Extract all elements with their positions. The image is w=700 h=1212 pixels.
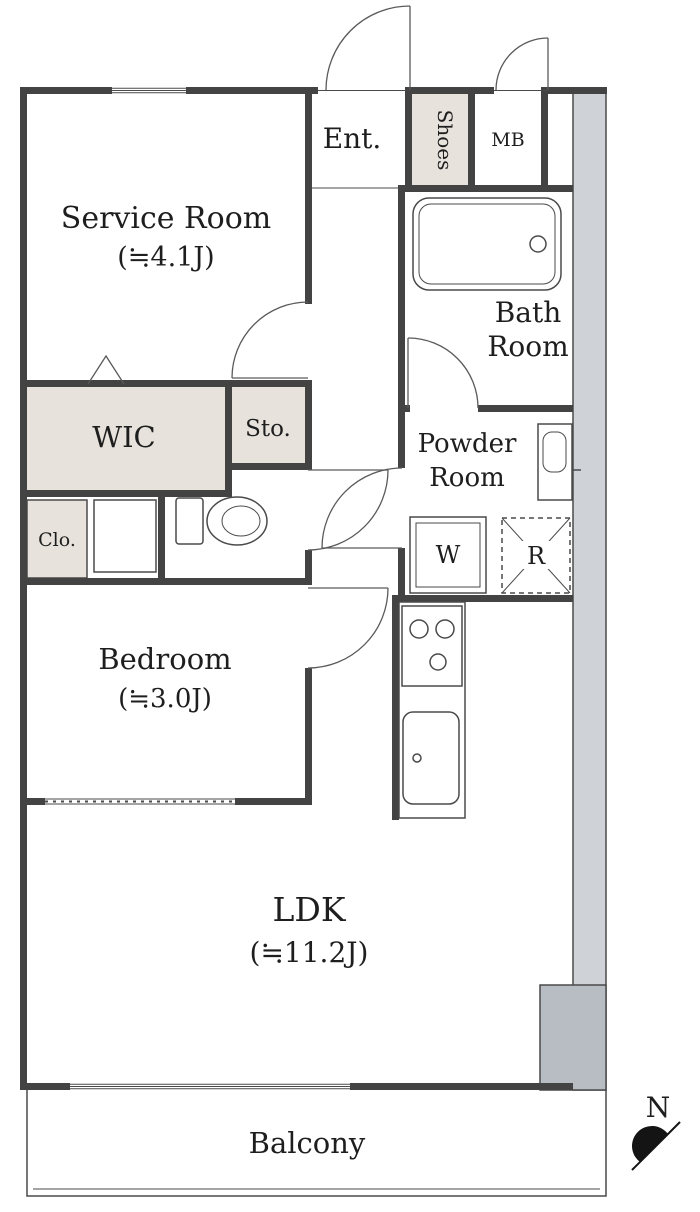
wall-segment [398, 185, 405, 412]
bath-room-label-2: Room [487, 330, 568, 363]
bedroom-partition-window [45, 798, 235, 805]
shaded-floors [26, 94, 468, 579]
wall-segment [20, 1083, 70, 1090]
balcony-label: Balcony [249, 1126, 366, 1160]
wall-segment [350, 1083, 573, 1090]
wall-segment [305, 668, 312, 805]
wall-segment [548, 87, 607, 94]
wall-segment [392, 602, 399, 820]
wall-segment [20, 578, 312, 585]
shoes-label: Shoes [433, 110, 457, 171]
wall-segment [398, 405, 410, 412]
ldk-balcony-window [70, 1083, 350, 1090]
storage-floor [232, 387, 305, 463]
service-room-label: Service Room [61, 201, 271, 236]
entrance-door [325, 5, 411, 91]
wall-segment [225, 387, 232, 497]
wic-floor [27, 387, 225, 490]
shoes-floor [412, 94, 468, 185]
refrigerator-area [501, 517, 571, 594]
bedroom-size: (≒3.0J) [118, 684, 212, 714]
powder-room-door [321, 467, 403, 549]
utility-counter [93, 499, 157, 573]
washer-label: W [436, 541, 461, 569]
service-room-size: (≒4.1J) [117, 242, 214, 273]
wall-segment [541, 87, 548, 192]
pillar-block [539, 984, 607, 1091]
stove-icon [401, 605, 463, 687]
washing-machine-area [409, 516, 487, 594]
wall-segment [20, 490, 229, 497]
service-room-door [231, 301, 309, 379]
wall-segment [410, 87, 494, 94]
wall-segment [398, 548, 405, 602]
wall-segment [305, 550, 312, 585]
bath-door [407, 337, 479, 409]
wic-label: WIC [92, 420, 155, 454]
wall-segment [468, 87, 475, 192]
bathtub-icon [412, 197, 562, 291]
meter-box-label: MB [491, 129, 524, 151]
wall-segment [478, 405, 573, 412]
ldk-label: LDK [272, 890, 346, 929]
north-label: N [646, 1091, 671, 1124]
compass: N [631, 1091, 681, 1171]
wall-segment [398, 185, 573, 192]
closet-floor [26, 499, 88, 579]
fridge-label: R [527, 542, 546, 570]
storage-label: Sto. [245, 416, 291, 442]
doors [231, 5, 549, 669]
labels: Service Room (≒4.1J) Ent. Shoes MB Bath … [38, 110, 569, 1160]
wall-segment [225, 463, 312, 470]
meter-box-door [495, 37, 549, 91]
north-arrow [632, 1126, 668, 1162]
wic-folding-door-icon [87, 354, 125, 385]
bedroom-door [307, 587, 389, 669]
wall-segment [392, 595, 573, 602]
powder-room-label-1: Powder [418, 429, 517, 459]
washbasin-icon [537, 423, 581, 501]
wall-segment [305, 87, 312, 304]
wall-segment [158, 497, 165, 585]
sink-icon [402, 711, 460, 805]
bath-room-label-1: Bath [495, 296, 562, 329]
fixtures [87, 197, 581, 819]
wall-segment [20, 87, 27, 1090]
threshold-lines [312, 90, 548, 189]
closet-label: Clo. [38, 529, 76, 551]
powder-room-label-2: Room [429, 463, 505, 493]
pipe-space-strip [572, 89, 607, 1091]
wall-segment [20, 380, 312, 387]
bedroom-label: Bedroom [98, 642, 231, 676]
wall-segment [305, 387, 312, 470]
balcony-rail [26, 1090, 607, 1197]
wall-segment [405, 87, 412, 192]
service-room-window [112, 87, 186, 94]
ldk-size: (≒11.2J) [250, 936, 369, 969]
windows [45, 87, 350, 1090]
entrance-label: Ent. [323, 122, 382, 155]
wall-segment [398, 412, 405, 468]
toilet-icon [175, 496, 268, 546]
